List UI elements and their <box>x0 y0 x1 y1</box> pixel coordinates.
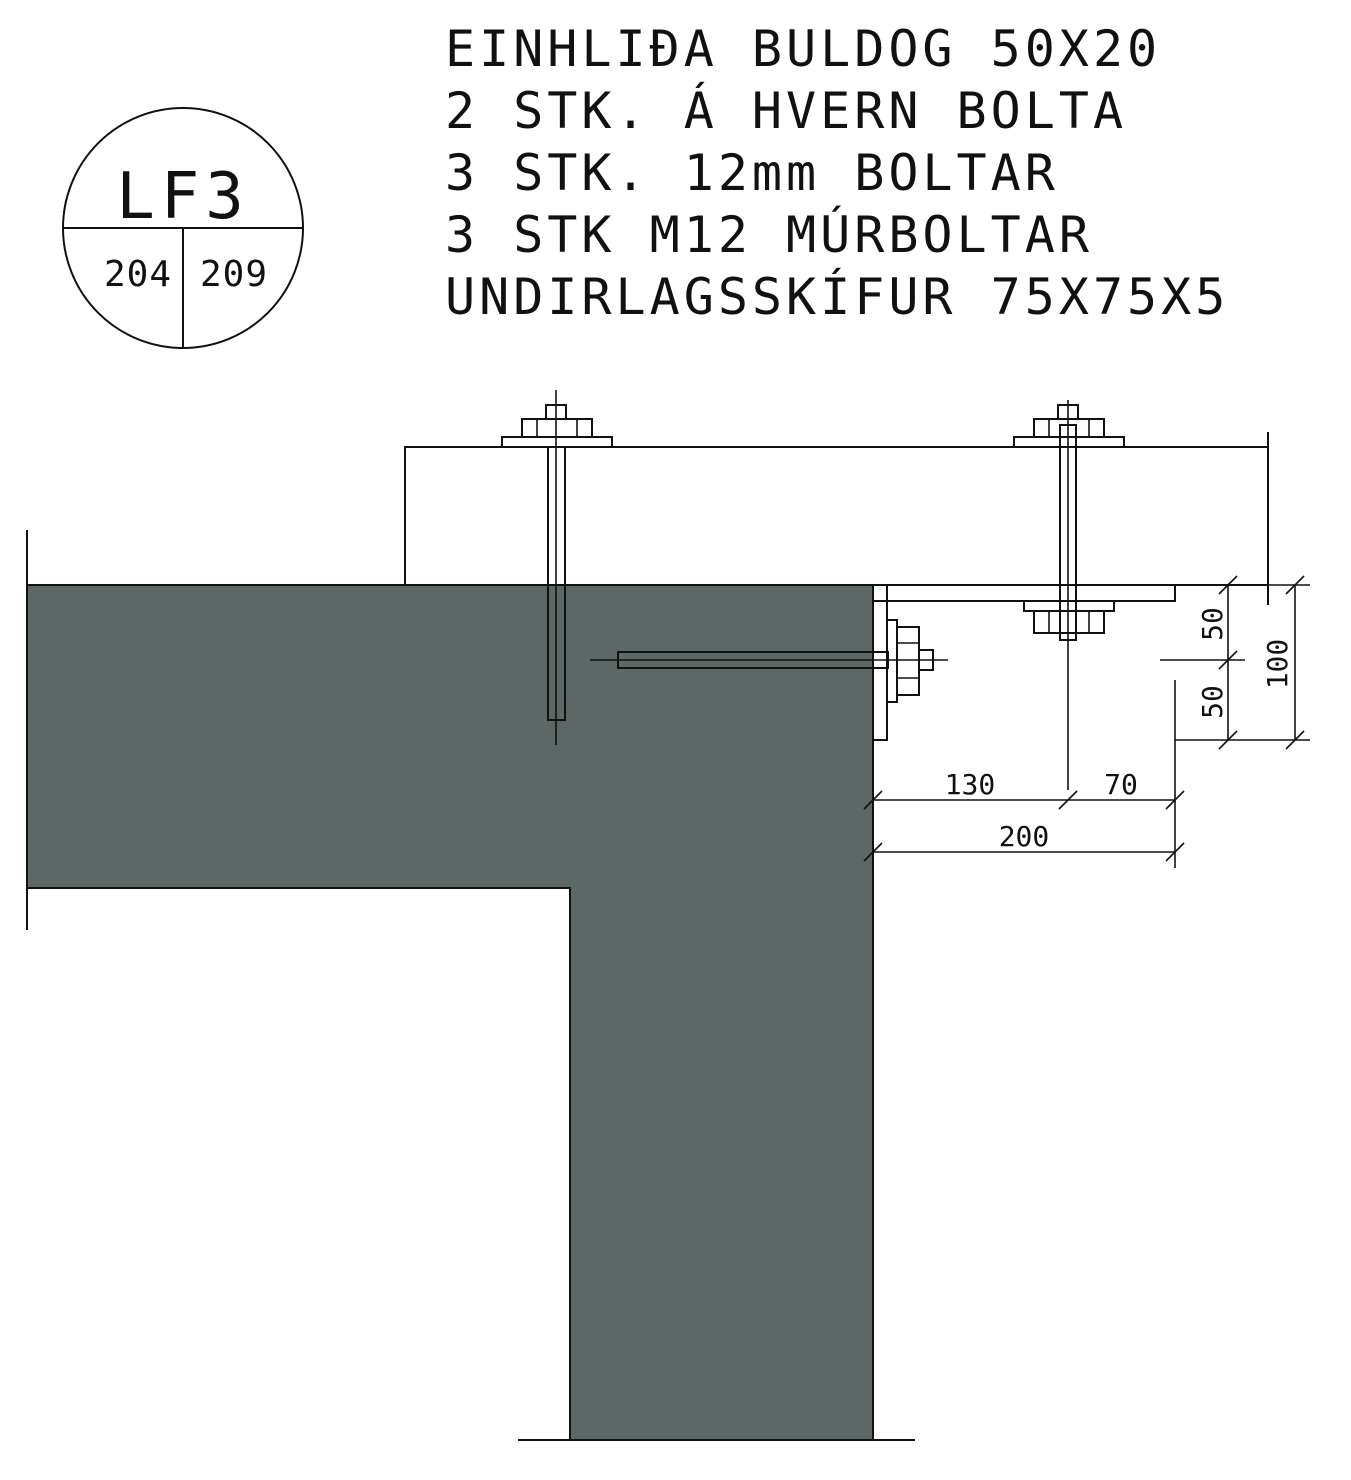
sheet-ref-left: 204 <box>104 254 172 295</box>
dim-50-upper: 50 <box>1196 607 1229 641</box>
dim-70: 70 <box>1104 768 1138 801</box>
note-line-5: UNDIRLAGSSKÍFUR 75X75X5 <box>445 267 1229 326</box>
vdim-tick <box>1285 730 1305 750</box>
bolt-left-nut <box>521 418 593 438</box>
dim-130: 130 <box>945 768 996 801</box>
dim-tick <box>1165 790 1185 810</box>
bolt-left-tip <box>545 404 567 420</box>
concrete-wall <box>26 584 874 1441</box>
note-line-3: 3 STK. 12mm BOLTAR <box>445 144 1059 202</box>
dim-200: 200 <box>999 820 1050 853</box>
bolt-horizontal <box>590 619 948 703</box>
anchor-tip <box>918 649 934 671</box>
note-line-4: 3 STK M12 MÚRBOLTAR <box>445 205 1093 264</box>
concrete-section <box>26 530 915 1441</box>
dim-tick <box>863 790 883 810</box>
dimension-vertical: 50 50 100 <box>1160 575 1310 750</box>
bolt-right-tip <box>1057 404 1079 420</box>
note-line-2: 2 STK. Á HVERN BOLTA <box>445 81 1127 140</box>
vdim-tick <box>1218 575 1238 595</box>
dim-100: 100 <box>1261 639 1294 690</box>
vdim-tick <box>1218 650 1238 670</box>
angle-vertical-leg <box>872 584 888 741</box>
dim-tick <box>1058 790 1078 810</box>
bolt-right-top-nut <box>1033 418 1105 438</box>
bolt-right <box>1013 400 1125 790</box>
note-line-1: EINHLIÐA BULDOG 50X20 <box>445 20 1161 78</box>
bolt-right-top-washer <box>1013 436 1125 448</box>
dimension-horizontal: 130 70 200 <box>863 680 1185 868</box>
sheet-ref-right: 209 <box>200 254 268 295</box>
bolt-right-bottom-washer <box>1023 600 1115 612</box>
angle-horizontal-leg <box>872 584 1176 602</box>
dim-tick <box>1165 842 1185 862</box>
vdim-tick <box>1218 730 1238 750</box>
dim-tick <box>863 842 883 862</box>
bolt-left <box>501 390 613 745</box>
detail-code: LF3 <box>116 160 250 234</box>
notes-block: EINHLIÐA BULDOG 50X20 2 STK. Á HVERN BOL… <box>445 20 1229 326</box>
bolt-left-washer <box>501 436 613 448</box>
vdim-tick <box>1285 575 1305 595</box>
dim-50-lower: 50 <box>1196 685 1229 719</box>
timber-beam <box>404 432 1269 605</box>
anchor-nut <box>896 626 920 696</box>
bolt-right-bottom-nut <box>1033 610 1105 634</box>
detail-bubble: LF3 204 209 <box>62 107 304 349</box>
beam-outline <box>404 446 1268 585</box>
